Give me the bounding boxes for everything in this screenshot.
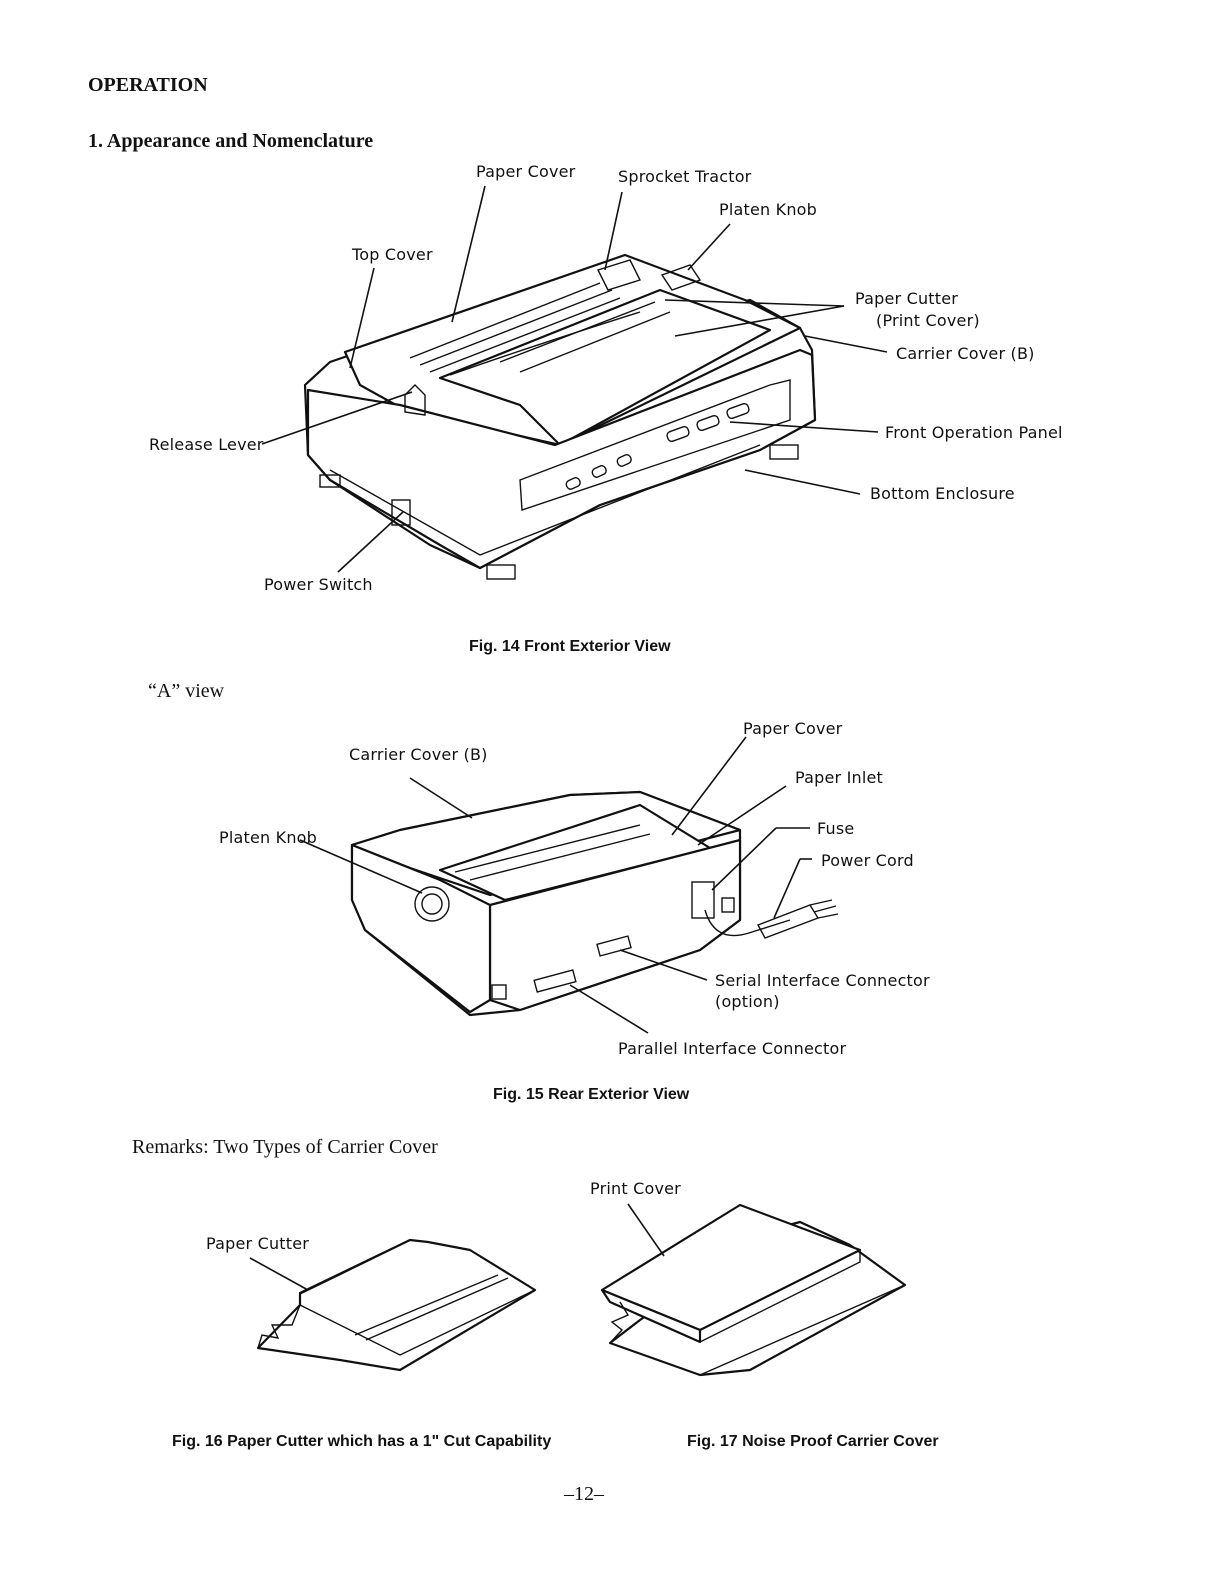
label-release-lever: Release Lever <box>149 435 264 454</box>
fig16-caption: Fig. 16 Paper Cutter which has a 1" Cut … <box>172 1433 552 1450</box>
label-paper-inlet: Paper Inlet <box>795 768 884 787</box>
paper-cutter-illustration <box>256 1238 537 1372</box>
label-platen-knob-rear: Platen Knob <box>219 828 318 847</box>
page-heading: 1. Appearance and Nomenclature <box>88 130 374 152</box>
label-parallel-interface: Parallel Interface Connector <box>618 1039 847 1058</box>
a-view-label: “A” view <box>148 680 225 702</box>
label-power-switch: Power Switch <box>264 575 373 594</box>
label-top-cover: Top Cover <box>352 245 433 264</box>
fig17-caption: Fig. 17 Noise Proof Carrier Cover <box>687 1433 939 1450</box>
label-print-cover: (Print Cover) <box>876 311 980 330</box>
section-heading: OPERATION <box>88 74 208 96</box>
label-serial-interface: Serial Interface Connector <box>715 971 930 990</box>
fig14-caption: Fig. 14 Front Exterior View <box>469 638 671 655</box>
label-fuse: Fuse <box>817 819 855 838</box>
printer-front-illustration <box>303 253 817 580</box>
label-carrier-cover-b-rear: Carrier Cover (B) <box>349 745 488 764</box>
label-sprocket-tractor: Sprocket Tractor <box>618 167 752 186</box>
page-number: –12– <box>564 1483 604 1505</box>
label-paper-cutter-fig16: Paper Cutter <box>206 1234 310 1253</box>
remarks-label: Remarks: Two Types of Carrier Cover <box>132 1136 438 1158</box>
print-cover-illustration <box>600 1203 907 1377</box>
label-print-cover-fig17: Print Cover <box>590 1179 681 1198</box>
label-serial-option: (option) <box>715 992 780 1011</box>
fig15-caption: Fig. 15 Rear Exterior View <box>493 1086 690 1103</box>
label-paper-cover: Paper Cover <box>476 162 576 181</box>
label-carrier-cover-b: Carrier Cover (B) <box>896 344 1035 363</box>
label-paper-cutter: Paper Cutter <box>855 289 959 308</box>
label-bottom-enclosure: Bottom Enclosure <box>870 484 1015 503</box>
label-front-operation-panel: Front Operation Panel <box>885 423 1063 442</box>
label-platen-knob: Platen Knob <box>719 200 818 219</box>
label-paper-cover-rear: Paper Cover <box>743 719 843 738</box>
label-power-cord: Power Cord <box>821 851 914 870</box>
printer-rear-illustration <box>350 790 839 1017</box>
